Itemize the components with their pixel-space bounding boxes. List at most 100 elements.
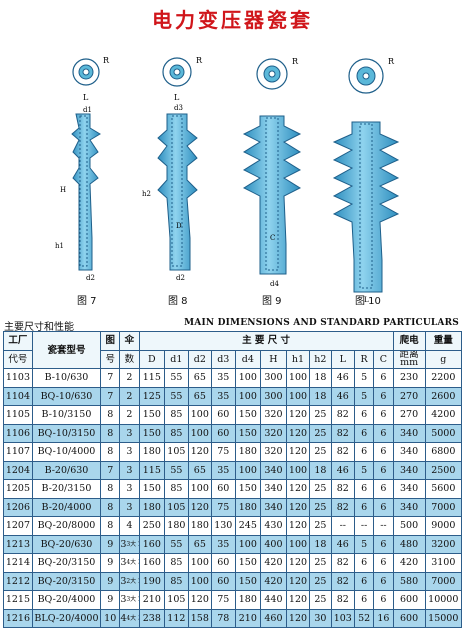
table-cell: 15000	[424, 608, 463, 628]
table-cell: B-20/4000	[31, 497, 102, 517]
table-cell: 85	[164, 405, 189, 425]
table-cell: 60	[211, 553, 236, 573]
table-cell: 3200	[424, 534, 463, 554]
col-fig-2: 号	[100, 349, 121, 369]
table-cell: 25	[309, 479, 332, 499]
figure-10-drawing: R L	[332, 57, 400, 304]
table-cell: 340	[260, 497, 287, 517]
table-cell: 10000	[424, 590, 463, 610]
table-cell: 18	[309, 368, 332, 388]
col-dim-h: H	[260, 349, 287, 369]
table-cell: 6800	[424, 442, 463, 462]
table-cell: 5	[354, 534, 375, 554]
table-cell: 4200	[424, 405, 463, 425]
table-cell: --	[330, 516, 356, 536]
table-cell: 120	[285, 590, 311, 610]
section-title-en: MAIN DIMENSIONS AND STANDARD PARTICULARS	[184, 318, 459, 328]
table-cell: 120	[285, 571, 311, 591]
table-cell: 1207	[3, 516, 33, 536]
col-dim-l: L	[330, 349, 356, 369]
col-dim-d3: d3	[211, 349, 236, 369]
svg-text:R: R	[292, 57, 299, 66]
table-cell: 120	[285, 608, 311, 628]
table-cell: 100	[187, 479, 213, 499]
table-cell: 75	[211, 590, 236, 610]
table-cell: B-10/630	[31, 368, 102, 388]
table-cell: 3	[119, 497, 140, 517]
table-cell: 2	[119, 386, 140, 406]
table-cell: 125	[138, 386, 166, 406]
table-cell: 150	[234, 423, 262, 443]
table-cell: 150	[234, 405, 262, 425]
table-cell: 85	[164, 553, 189, 573]
table-cell: 112	[164, 608, 189, 628]
table-cell: 245	[234, 516, 262, 536]
svg-text:h2: h2	[142, 190, 151, 198]
table-cell: 440	[260, 590, 287, 610]
table-cell: 320	[260, 405, 287, 425]
table-cell: 46	[330, 534, 356, 554]
table-cell: 460	[260, 608, 287, 628]
table-cell: 25	[309, 442, 332, 462]
col-dim-h2: h2	[309, 349, 332, 369]
table-cell: 3	[119, 442, 140, 462]
table-cell: 100	[285, 460, 311, 480]
table-cell: 82	[330, 442, 356, 462]
table-cell: 8	[100, 497, 121, 517]
table-cell: 6	[373, 534, 394, 554]
table-cell: 120	[285, 479, 311, 499]
table-cell: 2	[119, 368, 140, 388]
table-cell: 6	[354, 553, 375, 573]
page-title: 电力变压器瓷套	[152, 8, 313, 32]
table-cell: 6	[373, 460, 394, 480]
table-cell: 120	[285, 405, 311, 425]
table-cell: 5600	[424, 479, 463, 499]
table-cell: 5	[354, 386, 375, 406]
table-cell: 6	[354, 442, 375, 462]
table-cell: 6	[354, 590, 375, 610]
table-cell: 100	[234, 386, 262, 406]
table-cell: 3	[119, 479, 140, 499]
table-cell: BQ-20/4000	[31, 590, 102, 610]
table-cell: 34大 3小	[119, 553, 140, 573]
table-cell: 82	[330, 423, 356, 443]
table-cell: 430	[260, 516, 287, 536]
skirt-detail: 4大 3小	[126, 559, 138, 567]
figure-caption-10: 图 10	[355, 296, 381, 307]
table-cell: 340	[392, 442, 426, 462]
table-cell: 60	[211, 571, 236, 591]
table-cell: 35	[211, 368, 236, 388]
table-cell: 1105	[3, 405, 33, 425]
table-cell: 6	[373, 405, 394, 425]
table-cell: 7000	[424, 497, 463, 517]
svg-text:H: H	[60, 186, 66, 194]
table-cell: BQ-10/3150	[31, 423, 102, 443]
table-cell: 1205	[3, 479, 33, 499]
svg-text:L: L	[174, 93, 180, 102]
table-cell: 6	[373, 571, 394, 591]
table-cell: 100	[187, 405, 213, 425]
table-cell: 6	[354, 497, 375, 517]
table-cell: 250	[138, 516, 166, 536]
table-cell: 120	[187, 590, 213, 610]
table-cell: 6	[373, 386, 394, 406]
table-cell: 6	[354, 423, 375, 443]
figure-7-drawing: R L d1 H h1 d2	[55, 56, 110, 282]
table-cell: 210	[138, 590, 166, 610]
table-cell: 5	[354, 460, 375, 480]
table-cell: 60	[211, 405, 236, 425]
table-cell: 400	[260, 534, 287, 554]
table-cell: 18	[309, 534, 332, 554]
table-cell: 480	[392, 534, 426, 554]
table-cell: 6	[373, 497, 394, 517]
table-cell: 105	[164, 497, 189, 517]
table-cell: 16	[373, 608, 394, 628]
table-cell: 160	[138, 534, 166, 554]
table-cell: 120	[187, 497, 213, 517]
